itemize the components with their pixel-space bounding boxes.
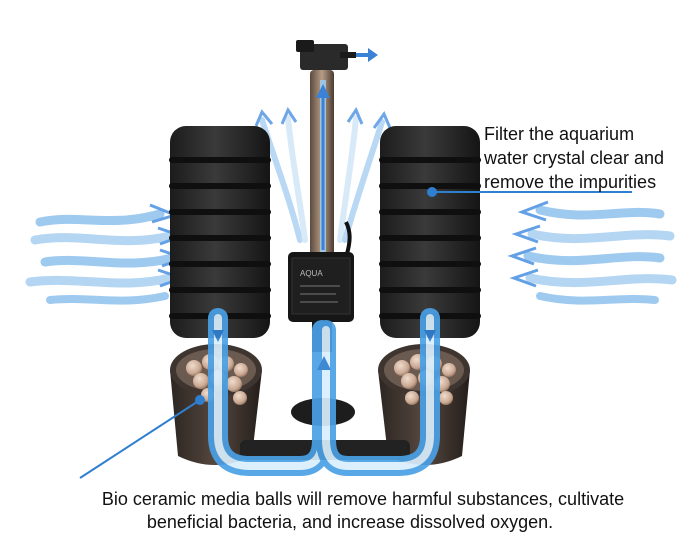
caption-filter-line-3: remove the impurities [484,172,657,192]
caption-filter-line-1: Filter the aquarium [484,124,635,144]
inflow-arrows-left [25,203,189,305]
callout-left [79,395,205,479]
water-flow-path [208,308,440,476]
caption-filter: Filter the aquarium water crystal clear … [484,122,694,194]
pump-label: AQUA [300,269,323,278]
sponge-right [379,126,481,338]
caption-ceramic-balls: Bio ceramic media balls will remove harm… [0,488,700,534]
caption-ceramic-line-1: Bio ceramic media balls will remove harm… [101,489,625,509]
callout-right [427,187,632,197]
sponge-left [169,126,271,338]
caption-filter-line-2: water crystal clear and [484,148,665,168]
callout-dot-icon [427,187,437,197]
outlet-tube [296,40,378,270]
caption-ceramic-line-2: beneficial bacteria, and increase dissol… [146,512,554,532]
callout-dot-icon [195,395,205,405]
inflow-arrows-right [507,200,677,305]
